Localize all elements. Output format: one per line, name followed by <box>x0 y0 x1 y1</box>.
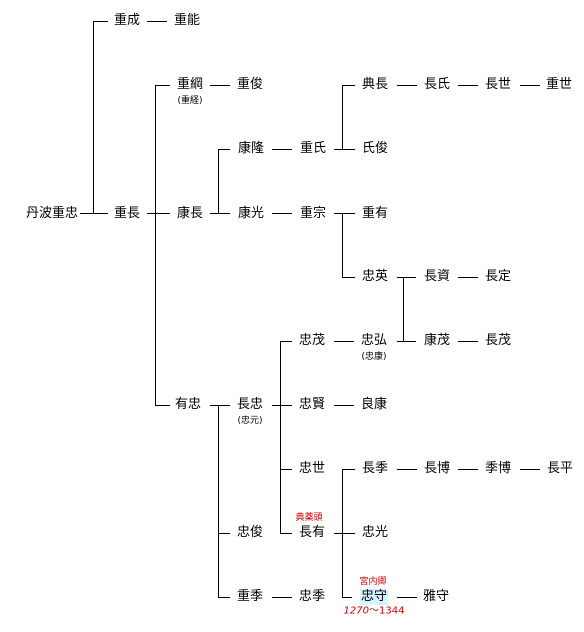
person-shigetsuna-alt-name: (重経) <box>177 96 203 106</box>
person-shigenaga: 重長 <box>113 206 141 221</box>
person-nagauji: 長氏 <box>423 77 451 92</box>
person-nagashige: 長茂 <box>484 333 512 348</box>
person-ujitoshi: 氏俊 <box>361 141 389 156</box>
person-nagatada: 長忠 <box>236 397 264 412</box>
tadamori-birth-year: 1270 <box>343 605 369 617</box>
person-shigeari: 重有 <box>361 206 389 221</box>
tadamori-date-separator: 〜 <box>369 605 379 617</box>
person-yasunaga: 康長 <box>176 206 204 221</box>
person-nagahira: 長平 <box>546 461 574 476</box>
person-nagaari: 長有 <box>298 525 326 540</box>
person-nagasue: 長季 <box>361 461 389 476</box>
tadamori-death-year: 1344 <box>379 605 405 617</box>
person-shigetoshi: 重俊 <box>236 77 264 92</box>
person-tadasue: 忠季 <box>298 589 326 604</box>
person-tadashige: 忠茂 <box>298 333 326 348</box>
person-nagaari-title: 典薬頭 <box>295 513 323 523</box>
person-aritada: 有忠 <box>174 397 202 412</box>
person-tadakata: 忠賢 <box>298 397 326 412</box>
person-shigetsuna: 重綱 <box>176 77 204 92</box>
person-tadatoshi: 忠俊 <box>236 525 264 540</box>
person-tadahiro: 忠弘 <box>360 333 388 348</box>
person-yasutaka: 康隆 <box>237 141 265 156</box>
person-nagasada: 長定 <box>484 269 512 284</box>
person-tanba-shigetada: 丹波重忠 <box>25 206 79 221</box>
person-nagatada-alt-name: (忠元) <box>237 416 263 426</box>
person-shigesue: 重季 <box>236 589 264 604</box>
person-yoshiyasu: 良康 <box>360 397 388 412</box>
person-shigeyoshi: 重能 <box>173 13 201 28</box>
person-tadamitsu: 忠光 <box>361 525 389 540</box>
person-tadamori: 忠守 <box>359 589 389 605</box>
person-shigeuji: 重氏 <box>299 141 327 156</box>
person-yasumitsu: 康光 <box>237 206 265 221</box>
person-shigeyo: 重世 <box>545 77 573 92</box>
person-tadahiro-alt-name: (忠康) <box>361 352 387 362</box>
person-tadamori-title: 宮内卿 <box>359 577 387 587</box>
person-nagayo: 長世 <box>484 77 512 92</box>
person-yasushige: 康茂 <box>423 333 451 348</box>
person-nagahiro: 長博 <box>423 461 451 476</box>
person-tadamori-dates: 1270〜1344 <box>344 606 405 617</box>
person-masamori: 雅守 <box>422 589 450 604</box>
person-shigenari: 重成 <box>113 13 141 28</box>
person-suehiro: 季博 <box>484 461 512 476</box>
person-tadahide: 忠英 <box>361 269 389 284</box>
person-tadayo: 忠世 <box>298 461 326 476</box>
person-nagasuke: 長資 <box>423 269 451 284</box>
person-shigemune: 重宗 <box>299 206 327 221</box>
person-norinaga: 典長 <box>361 77 389 92</box>
